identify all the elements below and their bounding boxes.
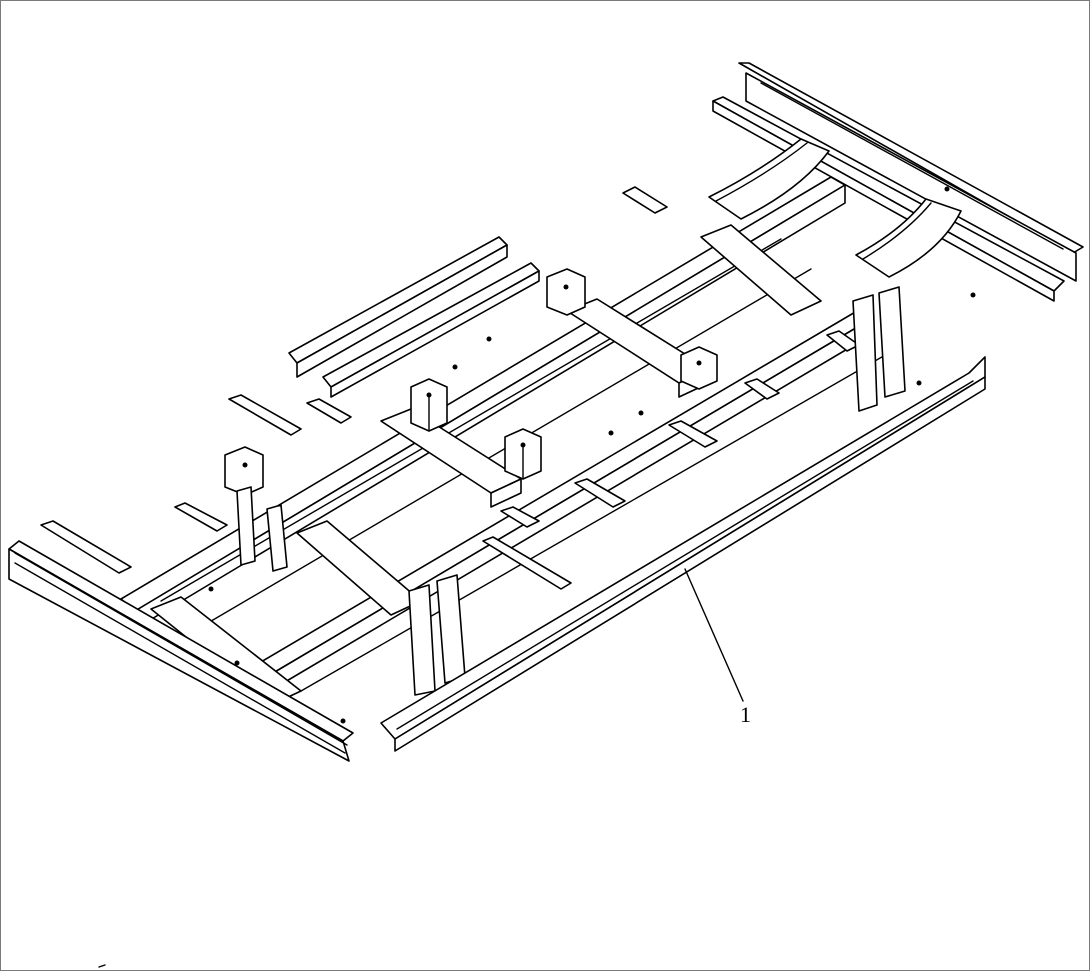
cross-members <box>150 224 822 706</box>
callout-leader-line <box>684 568 744 702</box>
small-brackets <box>40 186 860 590</box>
bolt-holes <box>208 186 976 724</box>
front-end-rail <box>8 540 354 762</box>
front-side-rail <box>380 356 986 752</box>
saddle-cradle-front <box>855 198 962 278</box>
inner-longitudinal-rails <box>120 176 902 696</box>
left-side-rail <box>288 236 540 398</box>
saddle-cradle-rear <box>708 138 830 220</box>
mounting-blocks <box>224 268 718 496</box>
callout-label-1: 1 <box>740 702 751 727</box>
scan-mark <box>98 964 106 968</box>
